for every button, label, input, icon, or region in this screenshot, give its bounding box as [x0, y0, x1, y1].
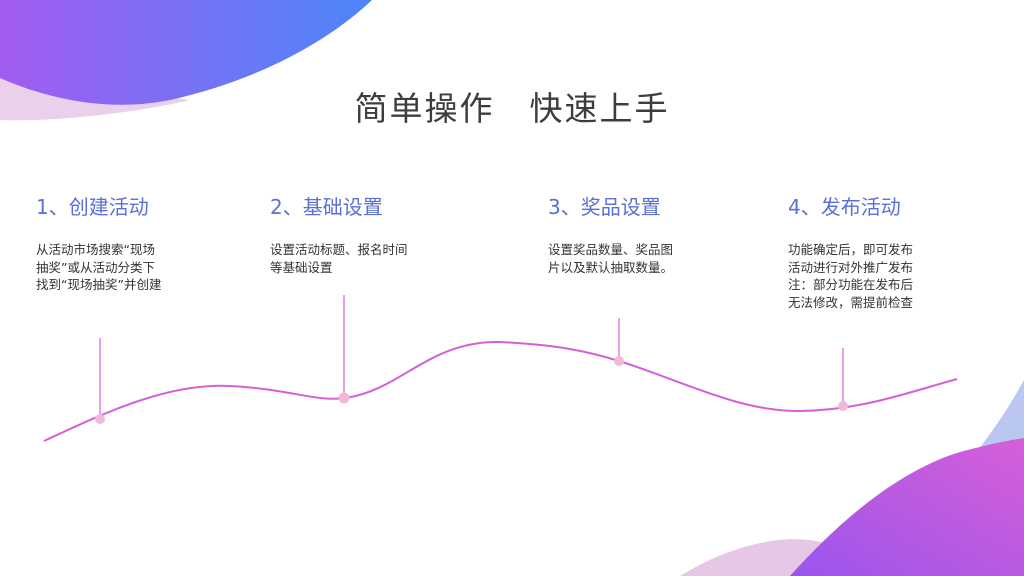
- step-1-title: 1、创建活动: [36, 195, 149, 219]
- page-title: 简单操作 快速上手: [354, 89, 670, 128]
- top-left-blob: [0, 0, 372, 105]
- bottom-right-blob: [790, 438, 1024, 576]
- step-3-title: 3、奖品设置: [548, 195, 661, 219]
- step-2-title: 2、基础设置: [270, 195, 383, 219]
- timeline-marker-1: [95, 414, 105, 424]
- timeline-marker-3: [614, 356, 624, 366]
- step-1-description: 从活动市场搜索“现场抽奖”或从活动分类下找到“现场抽奖”并创建: [36, 242, 162, 292]
- timeline-marker-4: [838, 401, 848, 411]
- step-4-description: 功能确定后，即可发布活动进行对外推广发布注：部分功能在发布后无法修改，需提前检查: [788, 242, 914, 310]
- timeline-marker-2: [338, 392, 350, 404]
- step-2-description: 设置活动标题、报名时间等基础设置: [270, 242, 408, 275]
- step-3-description: 设置奖品数量、奖品图片以及默认抽取数量。: [548, 242, 674, 275]
- step-4-title: 4、发布活动: [788, 195, 901, 219]
- timeline-curve: [43, 340, 958, 442]
